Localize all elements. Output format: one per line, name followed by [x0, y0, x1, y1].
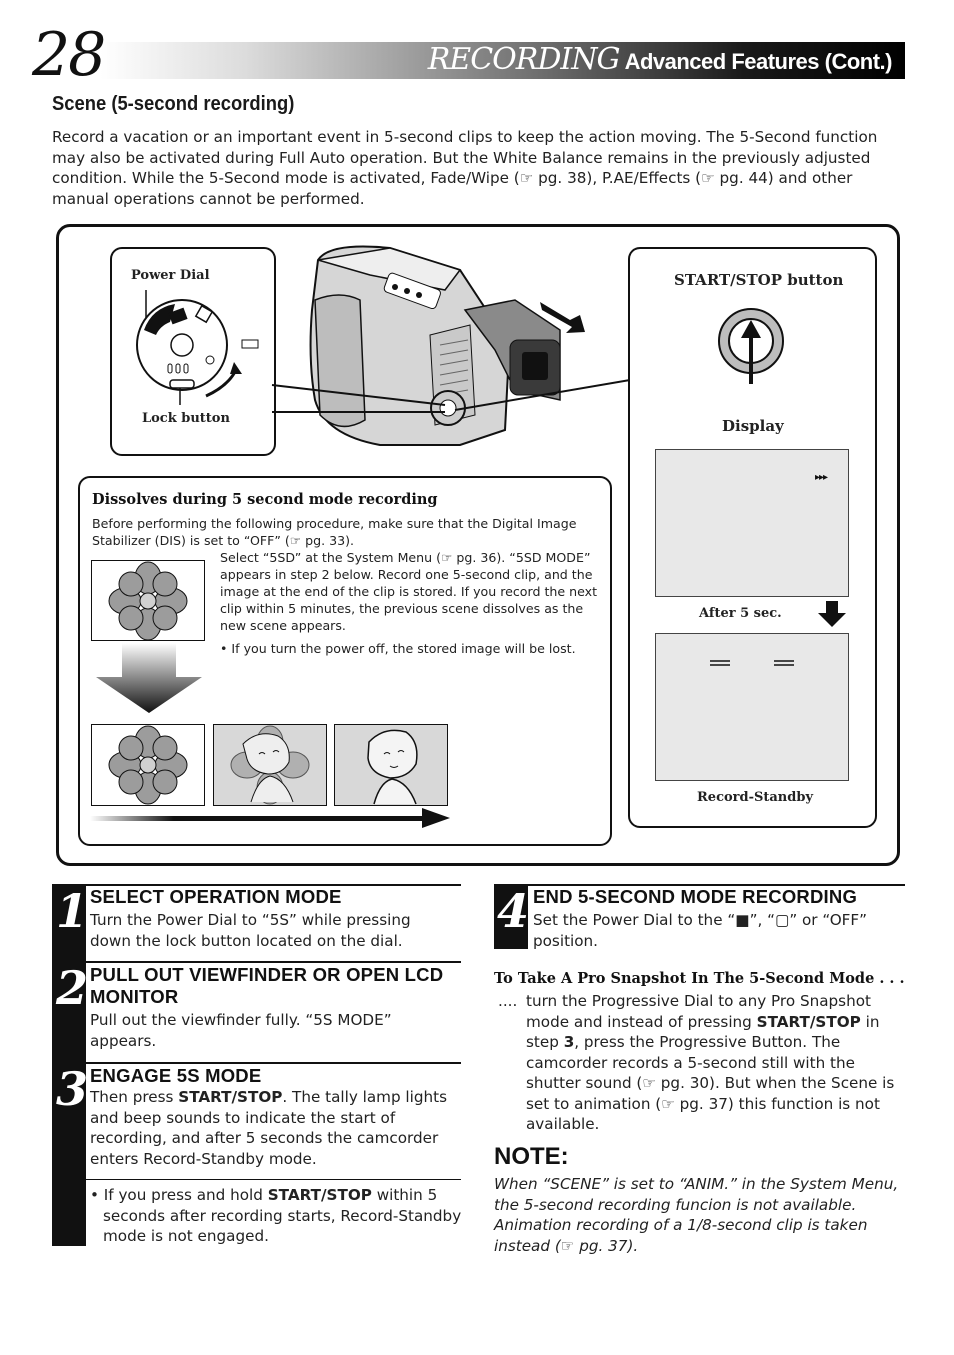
step-4-number: 4	[497, 884, 530, 938]
title-main: RECORDING	[427, 42, 621, 77]
step-2-title: PULL OUT VIEWFINDER OR OPEN LCD MONITOR	[90, 964, 444, 1007]
dissolve-bullet: • If you turn the power off, the stored …	[220, 641, 576, 656]
title-sub: Advanced Features (Cont.)	[624, 49, 893, 74]
power-dial-label: Power Dial	[131, 268, 210, 283]
start-stop-button-icon	[718, 308, 784, 384]
power-dial-illustration	[136, 290, 259, 405]
dissolve-down-arrow	[96, 643, 202, 713]
step-4-title: END 5-SECOND MODE RECORDING	[533, 886, 858, 907]
diagram-frame	[56, 224, 900, 866]
step-2-text: Pull out the viewfinder fully. “5S MODE”…	[90, 1011, 392, 1050]
step-3-title: ENGAGE 5S MODE	[90, 1065, 262, 1086]
step-1-text: Turn the Power Dial to “5S” while pressi…	[90, 911, 411, 950]
step-4-rule	[528, 884, 905, 886]
after-5-sec-label: After 5 sec.	[699, 606, 782, 621]
start-stop-label: START/STOP button	[674, 271, 844, 289]
down-arrow-icon	[818, 601, 846, 627]
dissolve-text-1: Before performing the following procedur…	[92, 516, 577, 548]
display-screen-bottom	[655, 633, 849, 781]
pro-text-b: in step	[526, 1012, 880, 1052]
step-3-bullet-b: within 5 seconds after recording starts,…	[103, 1186, 462, 1245]
step-3-number: 3	[56, 1062, 89, 1116]
step-4-bar	[494, 884, 528, 949]
step-3-bullet: • If you press and hold START/STOP withi…	[90, 1185, 468, 1247]
flower-image-stored	[91, 560, 205, 641]
girl-image	[334, 724, 448, 806]
dissolve-text-2: Select “5SD” at the System Menu (☞ pg. 3…	[220, 550, 598, 633]
pro-snapshot-dots: ....	[498, 992, 518, 1010]
pro-snapshot-text: turn the Progressive Dial to any Pro Sna…	[526, 991, 896, 1135]
page-title: RECORDING Advanced Features (Cont.)	[427, 40, 893, 84]
display-screen-top	[655, 449, 849, 597]
step-1-title: SELECT OPERATION MODE	[90, 886, 342, 907]
steps-left-bar	[52, 884, 86, 1246]
step-3-sub-rule	[86, 1179, 461, 1180]
sequence-arrow	[90, 808, 450, 828]
page-number: 28	[32, 20, 106, 90]
standby-indicator	[710, 660, 794, 666]
pro-bold-a: START/STOP	[756, 1012, 861, 1031]
pro-text-a: turn the Progressive Dial to any Pro Sna…	[526, 992, 871, 1031]
step-3-text: Then press START/STOP. The tally lamp li…	[90, 1087, 455, 1169]
step-3-text-b: . The tally lamp lights and beep sounds …	[90, 1088, 447, 1168]
step-2-rule	[86, 961, 461, 963]
flower-image-sequence-1	[91, 724, 205, 806]
connector-lines	[271, 379, 631, 413]
header-bar	[100, 42, 905, 79]
step-1-rule	[86, 884, 461, 886]
step-1-number: 1	[56, 884, 89, 938]
step-3-bullet-bold: START/STOP	[267, 1186, 372, 1204]
camcorder-illustration	[309, 245, 585, 446]
note-title: NOTE:	[494, 1143, 569, 1170]
step-3-text-a: Then press	[90, 1088, 179, 1106]
step-3-rule	[86, 1062, 461, 1064]
step-3-bullet-a: • If you press and hold	[90, 1186, 268, 1204]
dissolve-title: Dissolves during 5 second mode recording	[92, 491, 438, 508]
lock-button-label: Lock button	[142, 411, 230, 426]
step-3-bold: START/STOP	[178, 1088, 283, 1106]
record-standby-label: Record-Standby	[697, 790, 813, 805]
flower-girl-dissolve-image	[213, 724, 327, 806]
section-title: Scene (5-second recording)	[52, 93, 295, 115]
note-text: When “SCENE” is set to “ANIM.” in the Sy…	[494, 1175, 899, 1255]
display-label: Display	[722, 417, 784, 435]
intro-paragraph: Record a vacation or an important event …	[52, 128, 878, 208]
step-2-number: 2	[56, 961, 89, 1015]
pro-text-c: , press the Progressive Button. The camc…	[526, 1033, 895, 1133]
pro-snapshot-heading: To Take A Pro Snapshot In The 5-Second M…	[494, 970, 905, 987]
pro-bold-b: 3	[563, 1033, 575, 1051]
step-4-text: Set the Power Dial to the “■”, “▢” or “O…	[533, 911, 867, 950]
display-indicator: ▸▸▸	[815, 472, 828, 483]
